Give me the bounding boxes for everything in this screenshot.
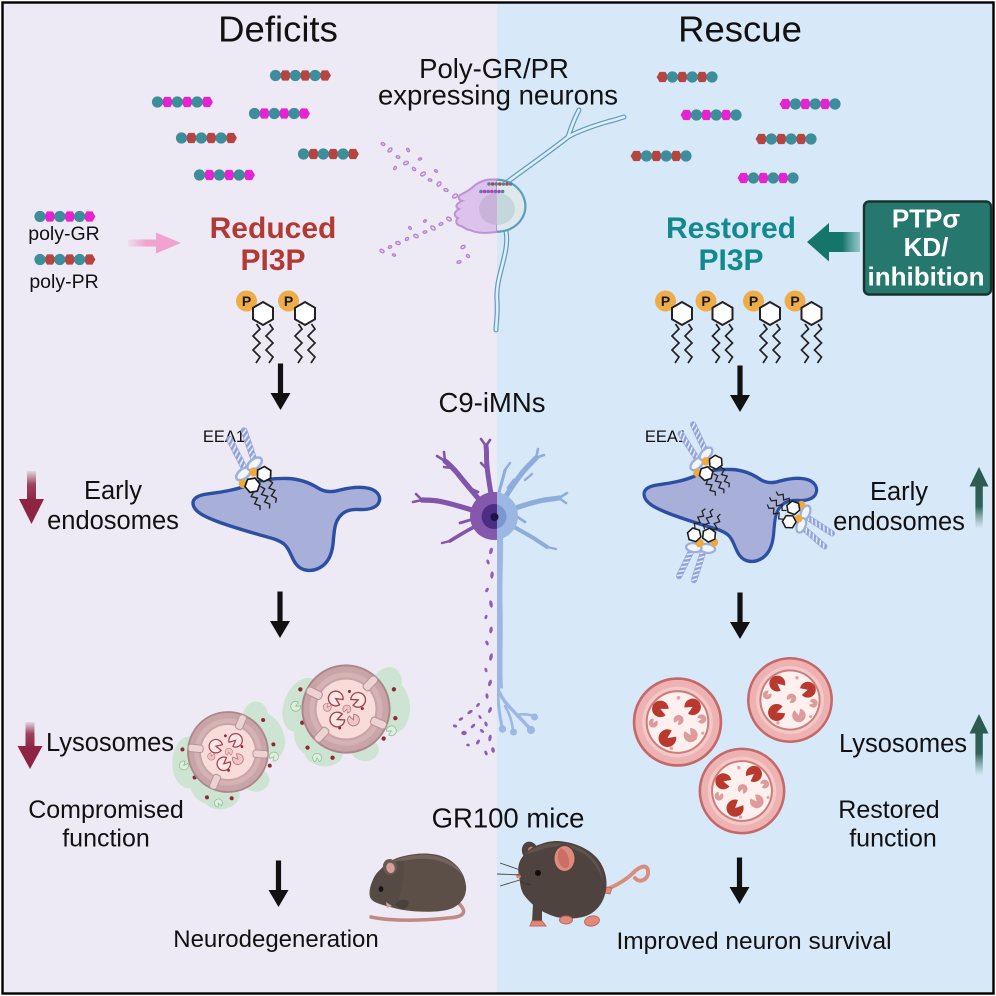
- svg-text:Poly-GR/PR: Poly-GR/PR: [419, 53, 569, 84]
- svg-text:EEA1: EEA1: [203, 428, 245, 446]
- svg-text:Compromised: Compromised: [28, 796, 184, 824]
- svg-text:endosomes: endosomes: [47, 507, 179, 535]
- svg-text:GR100 mice: GR100 mice: [432, 803, 585, 834]
- svg-text:PTPσ: PTPσ: [892, 204, 961, 234]
- svg-text:Early: Early: [870, 478, 928, 506]
- svg-text:EEA1: EEA1: [645, 428, 687, 446]
- svg-text:Early: Early: [84, 477, 142, 505]
- svg-text:PI3P: PI3P: [698, 244, 763, 277]
- svg-text:Reduced: Reduced: [210, 212, 337, 245]
- svg-text:poly-GR: poly-GR: [28, 223, 100, 245]
- svg-text:function: function: [62, 825, 150, 853]
- svg-text:Restored: Restored: [666, 212, 796, 245]
- svg-text:Restored: Restored: [838, 796, 939, 824]
- svg-text:endosomes: endosomes: [833, 508, 965, 536]
- svg-text:Lysosomes: Lysosomes: [839, 730, 967, 758]
- svg-text:C9-iMNs: C9-iMNs: [439, 387, 546, 418]
- svg-text:Lysosomes: Lysosomes: [46, 729, 174, 757]
- svg-text:Neurodegeneration: Neurodegeneration: [173, 926, 379, 953]
- svg-text:function: function: [849, 825, 937, 853]
- svg-text:KD/: KD/: [904, 232, 949, 262]
- svg-text:inhibition: inhibition: [868, 262, 985, 292]
- svg-text:expressing neurons: expressing neurons: [378, 80, 618, 111]
- svg-text:Deficits: Deficits: [218, 9, 338, 50]
- svg-text:Rescue: Rescue: [678, 9, 802, 50]
- svg-text:poly-PR: poly-PR: [29, 271, 98, 293]
- svg-text:PI3P: PI3P: [240, 244, 305, 277]
- svg-text:Improved neuron survival: Improved neuron survival: [616, 928, 891, 955]
